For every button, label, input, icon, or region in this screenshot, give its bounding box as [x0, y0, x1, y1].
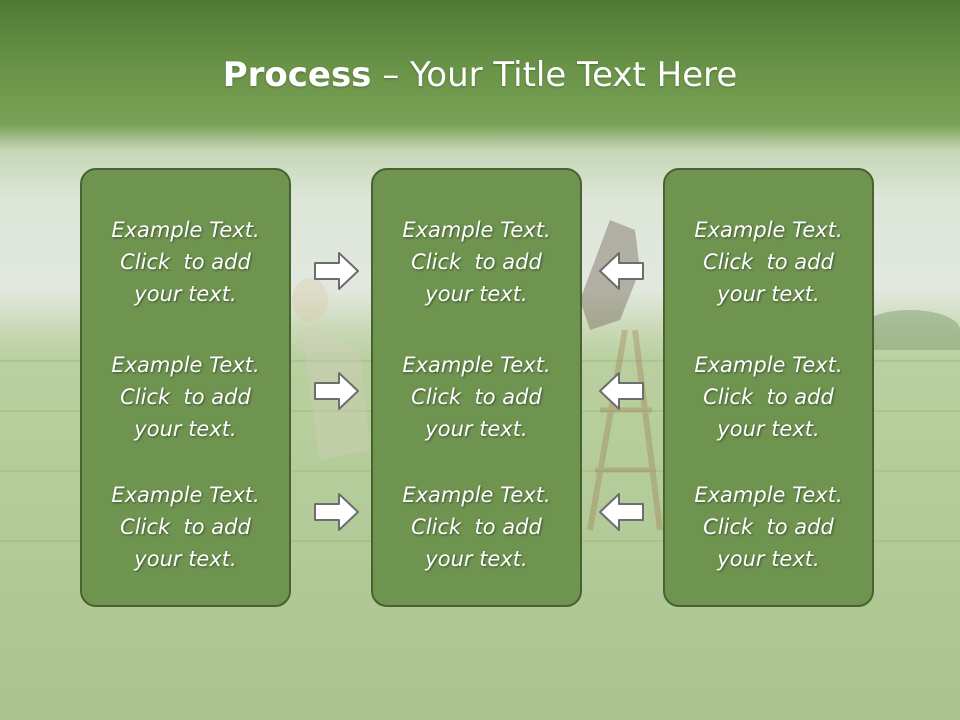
arrow-right-icon — [314, 493, 359, 531]
arrow-right-icon — [314, 372, 359, 410]
arrow-left-icon — [599, 493, 644, 531]
title-rest: – Your Title Text Here — [371, 55, 738, 95]
slide-title[interactable]: Process – Your Title Text Here — [0, 50, 960, 100]
title-bold: Process — [222, 55, 372, 95]
arrow-right-icon — [314, 252, 359, 290]
arrow-left-icon — [599, 372, 644, 410]
arrow-left-icon — [599, 252, 644, 290]
distant-trees — [860, 310, 960, 350]
